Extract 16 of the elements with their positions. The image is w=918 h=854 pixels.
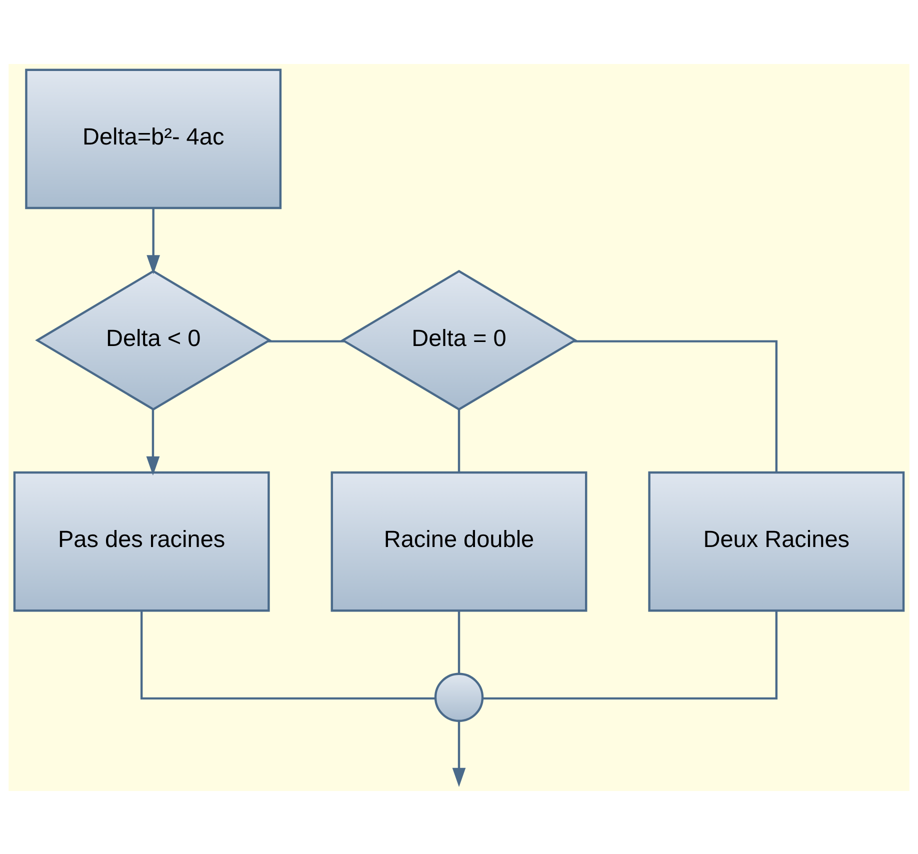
connector xyxy=(574,340,778,472)
node-diamond: Delta = 0 xyxy=(340,269,578,410)
connector xyxy=(140,610,436,700)
arrow xyxy=(146,208,160,274)
node-circle xyxy=(434,672,484,722)
node-diamond: Delta < 0 xyxy=(35,269,272,410)
connector xyxy=(458,409,460,472)
connector xyxy=(458,610,460,673)
connector xyxy=(482,610,778,700)
node-box: Deux Racines xyxy=(648,470,905,612)
arrow xyxy=(452,720,466,786)
arrow xyxy=(146,409,160,476)
node-box: Delta=b²- 4ac xyxy=(25,68,282,209)
node-box: Pas des racines xyxy=(13,470,270,612)
node-box: Racine double xyxy=(330,470,588,612)
connector xyxy=(268,340,344,342)
